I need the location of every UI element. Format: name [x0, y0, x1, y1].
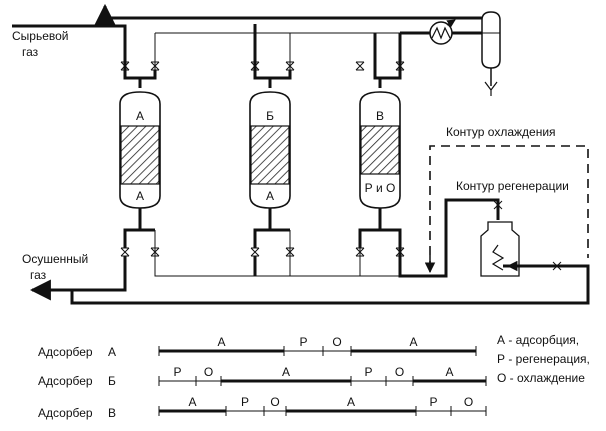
bottom-connectors: [123, 208, 402, 262]
schedule-segment-label: О: [332, 335, 341, 349]
separator-vessel: [481, 11, 501, 96]
schedule-segment-label: А: [347, 395, 355, 409]
bottom-thin-collector: [154, 262, 430, 277]
schedule-row-1-name: Адсорбер: [38, 374, 93, 388]
adsorber-v-bottom-label: Р и О: [365, 181, 396, 195]
schedule-segment-label: А: [282, 365, 290, 379]
schedule-segment-label: Р: [364, 365, 372, 379]
top-connectors: [123, 70, 402, 88]
adsorber-b-top-label: Б: [266, 109, 274, 123]
schedule-row-2-name: Адсорбер: [38, 406, 93, 420]
adsorber-a-bottom-label: А: [136, 189, 144, 203]
cooling-loop-line: [429, 145, 589, 270]
schedule-segment-label: Р: [241, 395, 249, 409]
valves-bottom: [120, 247, 405, 257]
top-thin-header: [154, 32, 400, 72]
to-heater-line: [398, 198, 500, 278]
schedule-segment-label: О: [270, 395, 279, 409]
bottom-thin-verticals: [154, 230, 361, 262]
dried-gas-label-line2: газ: [30, 268, 47, 282]
adsorber-a-top-label: А: [136, 109, 144, 123]
valves-top: [120, 61, 405, 71]
raw-gas-label-line2: газ: [22, 45, 39, 59]
heater-return-line: [70, 264, 590, 305]
raw-gas-inlet-line: [12, 24, 127, 70]
cooling-loop-label: Контур охлаждения: [446, 125, 556, 139]
heater-return-valve: [552, 261, 562, 271]
adsorber-b: [249, 91, 291, 209]
schedule-segment-label: А: [217, 335, 225, 349]
legend-adsorption: А - адсорбция,: [497, 333, 579, 347]
schedule-segment-label: Р: [429, 395, 437, 409]
schedule-segment-label: А: [188, 395, 196, 409]
heater-icon: [480, 221, 520, 277]
regen-valve: [493, 200, 503, 210]
adsorber-v: [359, 91, 401, 209]
dried-gas-label-line1: Осушенный: [22, 252, 88, 266]
top-thick-link: [94, 3, 492, 25]
schedule-segment-label: О: [464, 395, 473, 409]
regen-loop-label: Контур регенерации: [456, 179, 569, 193]
schedule-row-2-letter: В: [108, 406, 116, 420]
schedule: Адсорбер А Адсорбер Б Адсорбер В А - адс…: [38, 333, 590, 420]
cooler-icon: [429, 19, 456, 45]
raw-gas-label-line1: Сырьевой: [12, 29, 69, 43]
schedule-segment-label: Р: [173, 365, 181, 379]
schedule-row-0-name: Адсорбер: [38, 345, 93, 359]
schedule-segment-label: А: [445, 365, 453, 379]
dried-gas-outlet-line: [29, 256, 127, 301]
legend-regeneration: Р - регенерация,: [497, 352, 590, 366]
schedule-segment-label: О: [395, 365, 404, 379]
legend-cooling: О - охлаждение: [497, 371, 585, 385]
schedule-row-0-letter: А: [108, 345, 116, 359]
schedule-segment-label: О: [204, 365, 213, 379]
schedule-segment-label: А: [409, 335, 417, 349]
schedule-bars: А Р О А Р О А Р О А А Р О А Р О: [158, 335, 487, 416]
adsorber-b-bottom-label: А: [266, 189, 274, 203]
adsorber-v-top-label: В: [376, 109, 384, 123]
adsorber-a: [119, 91, 161, 209]
schedule-row-1-letter: Б: [108, 374, 116, 388]
schedule-segment-label: Р: [299, 335, 307, 349]
